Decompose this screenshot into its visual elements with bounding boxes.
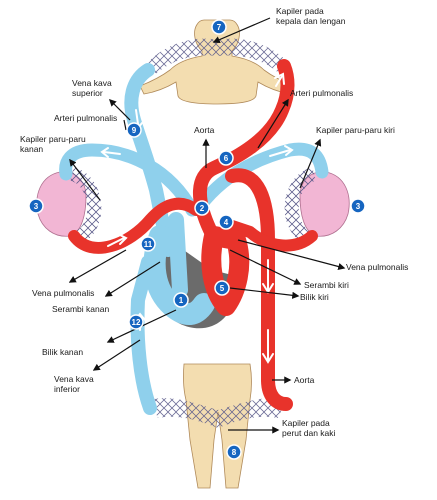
marker-12: 12 xyxy=(128,314,144,330)
marker-1: 1 xyxy=(173,292,189,308)
svg-text:6: 6 xyxy=(224,154,229,163)
marker-3-right: 3 xyxy=(350,198,366,214)
label-bilik-kiri: Bilik kiri xyxy=(300,292,329,302)
label-serambi-kiri: Serambi kiri xyxy=(304,280,349,290)
left-lung-capillaries xyxy=(284,167,317,245)
marker-9: 9 xyxy=(126,122,142,138)
label-kapiler-perut-2: perut dan kaki xyxy=(282,428,336,438)
label-kapiler-kepala-2: kepala dan lengan xyxy=(276,16,346,26)
head-capillary-bed xyxy=(148,38,288,74)
label-vena-pulmonalis-kiri: Vena pulmonalis xyxy=(346,262,408,272)
svg-text:3: 3 xyxy=(34,202,39,211)
svg-text:9: 9 xyxy=(132,126,137,135)
svg-text:4: 4 xyxy=(224,218,229,227)
marker-5: 5 xyxy=(214,280,230,296)
label-aorta-atas: Aorta xyxy=(194,125,215,135)
arteries xyxy=(68,59,318,411)
label-kapiler-kepala-1: Kapiler pada xyxy=(276,6,324,16)
label-kapiler-paru-kanan-1: Kapiler paru-paru xyxy=(20,134,86,144)
svg-text:5: 5 xyxy=(220,284,225,293)
label-kapiler-paru-kiri: Kapiler paru-paru kiri xyxy=(316,125,395,135)
marker-2: 2 xyxy=(194,200,210,216)
label-bilik-kanan: Bilik kanan xyxy=(42,347,83,357)
marker-3-left: 3 xyxy=(28,198,44,214)
marker-6: 6 xyxy=(218,150,234,166)
label-vena-kava-inferior-2: inferior xyxy=(54,384,80,394)
marker-7: 7 xyxy=(211,19,227,35)
svg-text:1: 1 xyxy=(179,296,184,305)
label-vena-kava-superior-1: Vena kava xyxy=(72,78,112,88)
leader-lines xyxy=(68,17,346,434)
label-arteri-pulmonalis-kanan: Arteri pulmonalis xyxy=(54,113,117,123)
abdomen-capillary-bed xyxy=(150,398,286,428)
right-lung-capillaries xyxy=(69,167,102,245)
label-kapiler-paru-kanan-2: kanan xyxy=(20,144,43,154)
svg-text:7: 7 xyxy=(217,23,222,32)
marker-4: 4 xyxy=(218,214,234,230)
label-vena-kava-inferior-1: Vena kava xyxy=(54,374,94,384)
label-vena-kava-superior-2: superior xyxy=(72,88,103,98)
svg-text:2: 2 xyxy=(200,204,205,213)
svg-text:11: 11 xyxy=(144,240,153,249)
label-arteri-pulmonalis-kiri: Arteri pulmonalis xyxy=(290,88,353,98)
label-kapiler-perut-1: Kapiler pada xyxy=(282,418,330,428)
label-serambi-kanan: Serambi kanan xyxy=(52,304,109,314)
svg-text:8: 8 xyxy=(232,448,237,457)
svg-text:3: 3 xyxy=(356,202,361,211)
label-vena-pulmonalis-kanan: Vena pulmonalis xyxy=(32,288,94,298)
marker-11: 11 xyxy=(140,236,156,252)
marker-8: 8 xyxy=(226,444,242,460)
label-aorta-bawah: Aorta xyxy=(294,375,315,385)
svg-text:12: 12 xyxy=(132,318,141,327)
